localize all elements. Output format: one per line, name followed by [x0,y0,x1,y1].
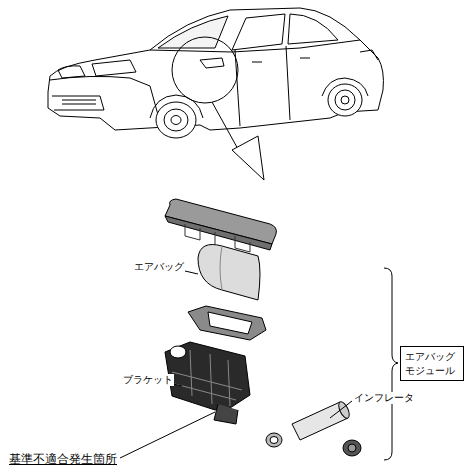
module-lid [165,199,276,252]
bracket [165,342,250,424]
car-drawing [48,8,383,138]
focus-circle [172,37,238,103]
brace [384,268,398,460]
part-label: ブラケット [122,374,174,386]
module-box: エアバッグ モジュール [400,346,464,381]
part-label: エアバッグ [133,261,185,273]
leader-line [330,401,352,418]
note-label: 基準不適合発生箇所 [8,452,118,466]
box-text: エアバッグ モジュール [405,350,459,377]
part-label: インフレータ [353,392,415,404]
inflator [266,400,361,456]
airbag [198,245,260,301]
retainer-part [188,306,266,340]
arrow-head [232,136,264,180]
leader-line [120,412,215,458]
